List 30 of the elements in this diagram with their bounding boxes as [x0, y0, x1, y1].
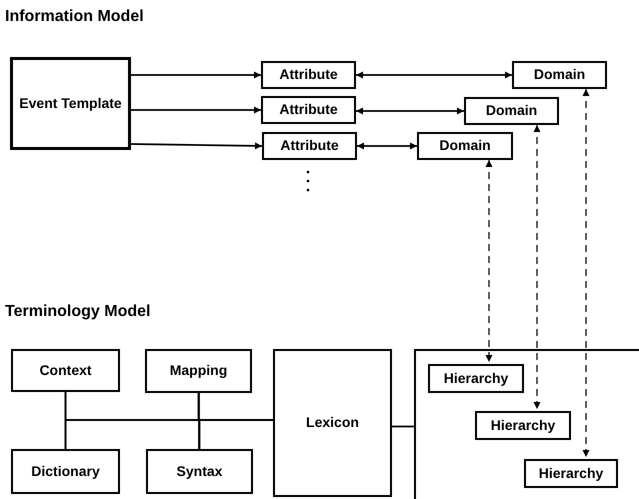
arrow — [356, 72, 512, 78]
dashed-arrow — [534, 125, 540, 409]
process-box: Domain — [464, 97, 559, 125]
process-box: Domain — [417, 132, 513, 160]
process-box: Syntax — [146, 449, 253, 494]
arrow — [356, 108, 464, 114]
connector-line — [198, 419, 273, 449]
panel — [414, 349, 639, 499]
process-box: Attribute — [262, 132, 357, 160]
process-box: Hierarchy — [428, 364, 524, 393]
section-title: Terminology Model — [5, 302, 150, 322]
process-box: Mapping — [145, 349, 252, 393]
connector-line — [198, 393, 200, 449]
arrow — [357, 142, 417, 150]
process-box: Attribute — [261, 61, 356, 89]
process-box: Event Template — [10, 57, 131, 150]
process-box: Attribute — [261, 96, 356, 124]
arrow — [131, 106, 261, 114]
dashed-arrow — [582, 89, 590, 457]
process-box: Dictionary — [11, 449, 120, 494]
title: Information Model — [5, 7, 144, 27]
process-box: Hierarchy — [475, 411, 571, 440]
connector-line — [392, 426, 414, 428]
process-box: Lexicon — [273, 349, 392, 497]
process-box: Domain — [512, 61, 607, 89]
arrow — [131, 72, 261, 78]
process-box: Hierarchy — [524, 459, 618, 488]
arrow — [130, 142, 262, 150]
dashed-arrow — [486, 160, 492, 362]
process-box: Context — [11, 349, 120, 392]
